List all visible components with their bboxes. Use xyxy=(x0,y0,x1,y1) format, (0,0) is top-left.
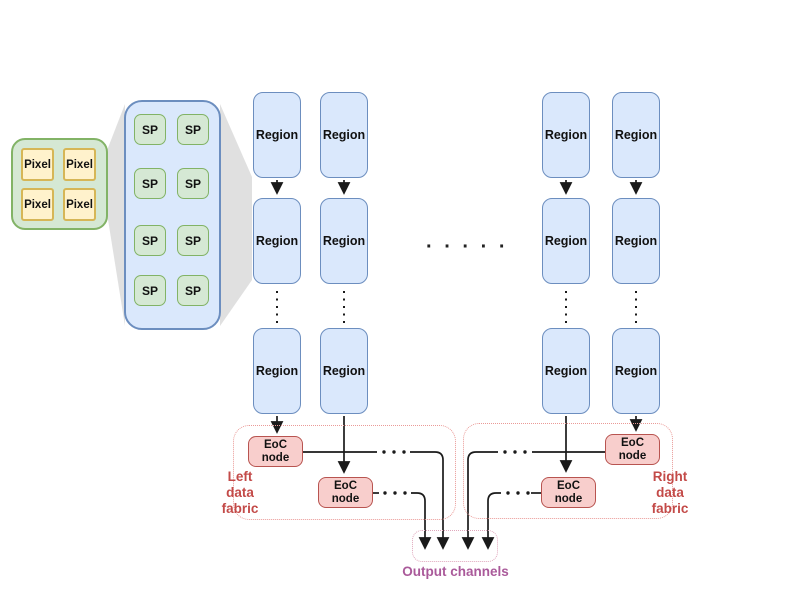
eoc-node: EoC node xyxy=(318,477,373,508)
sp-cell: SP xyxy=(177,168,209,199)
sp-cell: SP xyxy=(134,275,166,306)
region-box: Region xyxy=(320,198,368,284)
pixel-cell: Pixel xyxy=(63,148,96,181)
region-box: Region xyxy=(612,328,660,414)
region-dotted-links xyxy=(276,291,637,324)
eoc-node: EoC node xyxy=(248,436,303,467)
output-channels-box xyxy=(412,530,498,562)
right-data-fabric-outline xyxy=(463,423,673,519)
eoc-link-dots xyxy=(382,450,530,495)
sp-cell: SP xyxy=(177,225,209,256)
zoom-fan-right xyxy=(220,104,252,326)
region-box: Region xyxy=(253,92,301,178)
sp-cell: SP xyxy=(134,225,166,256)
sp-cell: SP xyxy=(134,168,166,199)
eoc-node: EoC node xyxy=(541,477,596,508)
columns-ellipsis: · · · · · xyxy=(426,236,509,258)
eoc-node: EoC node xyxy=(605,434,660,465)
region-box: Region xyxy=(612,92,660,178)
zoom-fan-left xyxy=(106,104,125,326)
pixel-cell: Pixel xyxy=(21,188,54,221)
eoc-output-links xyxy=(303,451,605,550)
region-box: Region xyxy=(253,198,301,284)
sp-cell: SP xyxy=(177,275,209,306)
pixel-cell: Pixel xyxy=(63,188,96,221)
region-box: Region xyxy=(542,92,590,178)
pixel-cell: Pixel xyxy=(21,148,54,181)
region-box: Region xyxy=(320,328,368,414)
left-fabric-label: Left data fabric xyxy=(221,469,259,516)
region-box: Region xyxy=(542,328,590,414)
sp-cell: SP xyxy=(177,114,209,145)
region-box: Region xyxy=(612,198,660,284)
output-channels-label: Output channels xyxy=(402,564,509,579)
right-fabric-label: Right data fabric xyxy=(651,469,689,516)
region-box: Region xyxy=(320,92,368,178)
region-arrows xyxy=(270,180,643,195)
region-box: Region xyxy=(253,328,301,414)
left-data-fabric-outline xyxy=(233,425,456,520)
sp-cell: SP xyxy=(134,114,166,145)
region-box: Region xyxy=(542,198,590,284)
